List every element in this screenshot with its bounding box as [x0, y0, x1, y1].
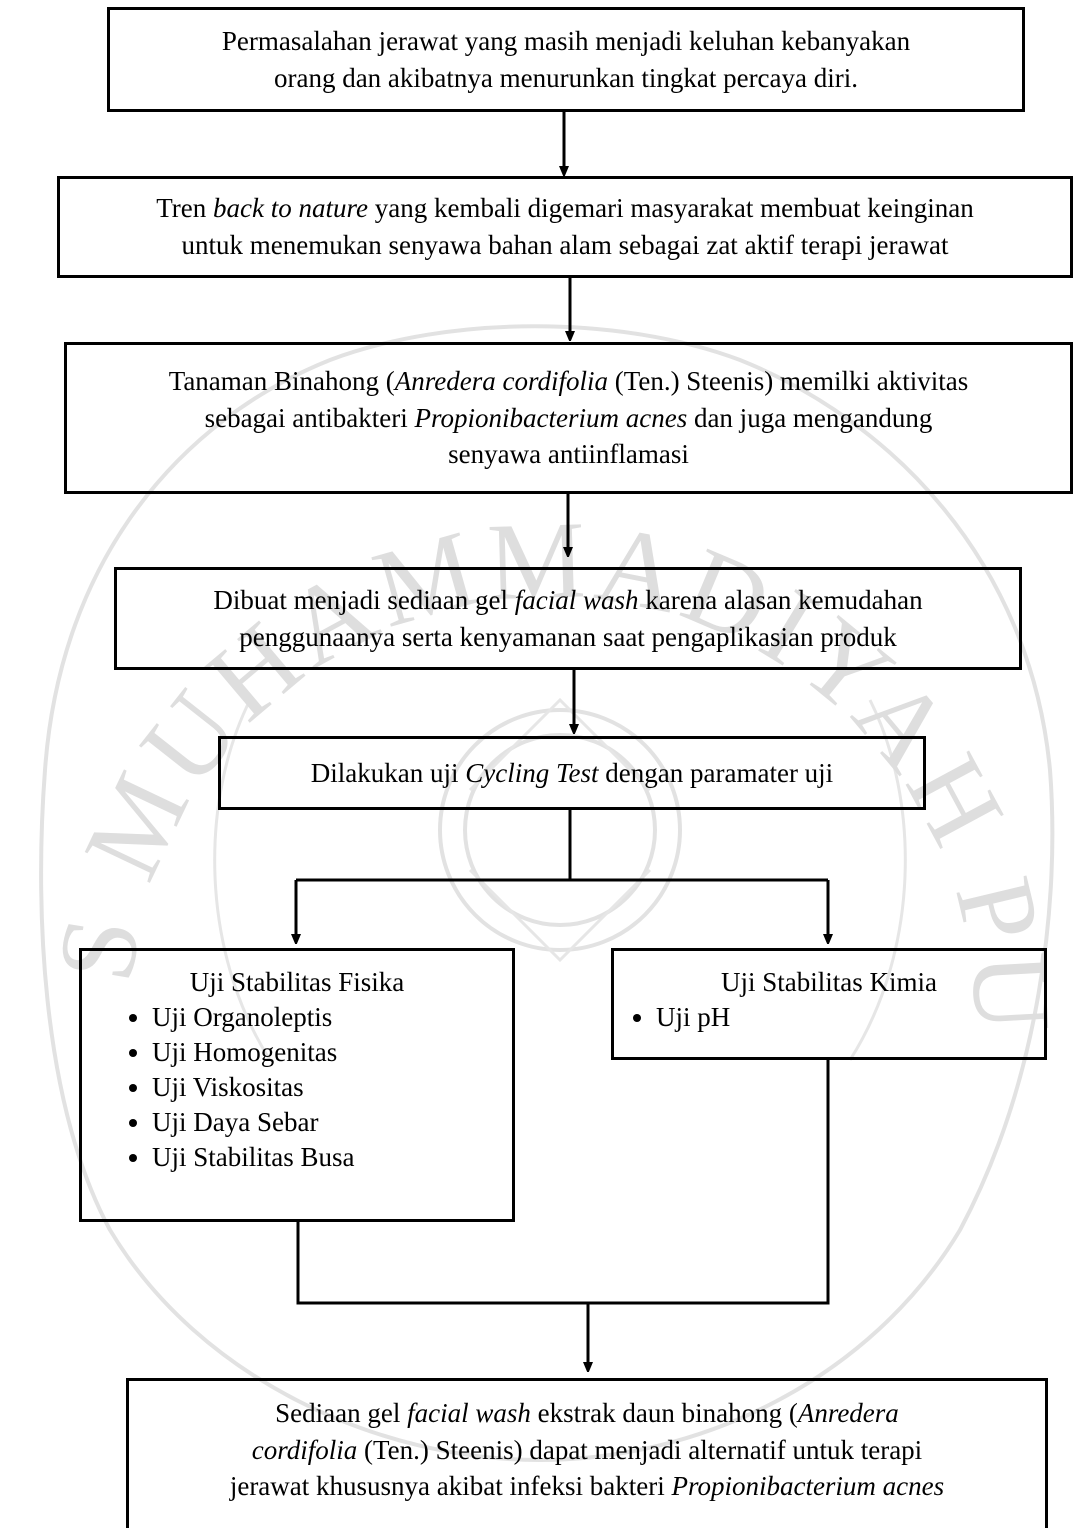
list-item: Uji Homogenitas — [152, 1035, 512, 1070]
step-problem-box: Permasalahan jerawat yang masih menjadi … — [107, 7, 1025, 112]
physical-stability-title: Uji Stabilitas Fisika — [189, 967, 405, 997]
list-item: Uji Viskositas — [152, 1070, 512, 1105]
step-plant-box: Tanaman Binahong (Anredera cordifolia (T… — [64, 342, 1073, 494]
list-item: Uji Organoleptis — [152, 1000, 512, 1035]
chemical-stability-list: Uji pH — [614, 1000, 1044, 1035]
list-item: Uji Daya Sebar — [152, 1105, 512, 1140]
step-formulation-box: Dibuat menjadi sediaan gel facial wash k… — [114, 567, 1022, 670]
conclusion-line-1: Sediaan gel facial wash ekstrak daun bin… — [275, 1398, 899, 1428]
step-trend-line-1: Tren back to nature yang kembali digemar… — [156, 193, 974, 224]
step-trend-line-2: untuk menemukan senyawa bahan alam sebag… — [181, 230, 949, 260]
list-item: Uji pH — [656, 1000, 1044, 1035]
step-plant-line-2: sebagai antibakteri Propionibacterium ac… — [204, 402, 933, 433]
step-plant-line-1: Tanaman Binahong (Anredera cordifolia (T… — [168, 365, 969, 396]
physical-stability-list: Uji Organoleptis Uji Homogenitas Uji Vis… — [82, 1000, 512, 1175]
chemical-stability-title: Uji Stabilitas Kimia — [721, 967, 937, 997]
step-cycling-test-text: Dilakukan uji Cycling Test dengan parama… — [310, 757, 834, 788]
list-item: Uji Stabilitas Busa — [152, 1140, 512, 1175]
chemical-stability-box: Uji Stabilitas Kimia Uji pH — [611, 948, 1047, 1060]
conclusion-line-3: jerawat khususnya akibat infeksi bakteri… — [229, 1471, 945, 1502]
step-plant-line-3: senyawa antiinflamasi — [448, 439, 689, 470]
step-problem-line-2: orang dan akibatnya menurunkan tingkat p… — [273, 62, 859, 93]
step-trend-box: Tren back to nature yang kembali digemar… — [57, 176, 1073, 278]
conclusion-line-2: cordifolia (Ten.) Steenis) dapat menjadi… — [251, 1434, 923, 1465]
merge-connector — [296, 1060, 830, 1305]
physical-stability-box: Uji Stabilitas Fisika Uji Organoleptis U… — [79, 948, 515, 1222]
step-problem-line-1: Permasalahan jerawat yang masih menjadi … — [221, 25, 911, 56]
conclusion-box: Sediaan gel facial wash ekstrak daun bin… — [126, 1378, 1048, 1528]
step-formulation-line-1: Dibuat menjadi sediaan gel facial wash k… — [213, 584, 923, 615]
step-cycling-test-box: Dilakukan uji Cycling Test dengan parama… — [218, 736, 926, 810]
step-formulation-line-2: penggunaanya serta kenyamanan saat penga… — [239, 621, 897, 652]
